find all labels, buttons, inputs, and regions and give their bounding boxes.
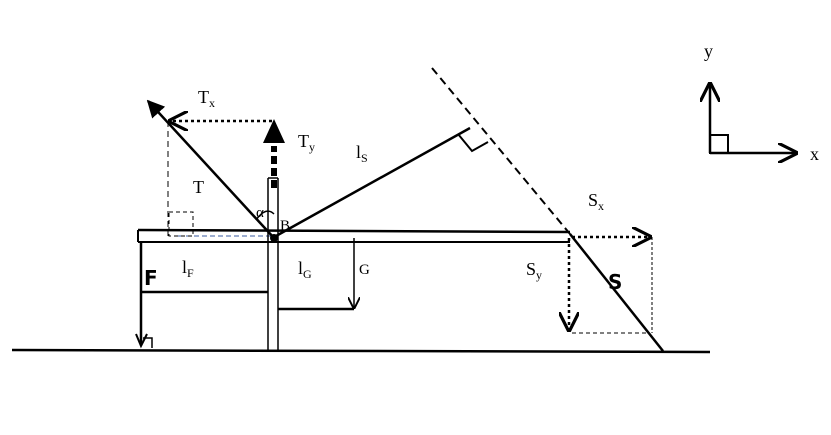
label-alpha: α (256, 205, 264, 221)
coordinate-axes (710, 84, 796, 153)
label-Tx: Tx (198, 87, 215, 110)
axis-label-x: x (810, 144, 819, 164)
label-Sx: Sx (588, 190, 604, 213)
label-T: T (193, 177, 204, 197)
right-angle-marker-S (457, 133, 489, 153)
alpha-arc (255, 210, 275, 221)
right-angle-marker-T (168, 211, 194, 237)
tension-Ty-arrowhead (263, 119, 285, 143)
label-lS: lS (356, 142, 368, 165)
force-S-line-of-action (431, 67, 571, 235)
label-F: F (144, 266, 158, 290)
right-angle-marker-F (143, 337, 153, 348)
label-Ty: Ty (298, 131, 315, 154)
ground-line (11, 348, 711, 354)
label-S: S (608, 270, 622, 294)
lever-arm-lS (275, 126, 471, 238)
force-S-arrow (569, 233, 664, 352)
label-G: G (359, 262, 370, 278)
vertical-post (267, 177, 279, 350)
axis-label-y: y (704, 41, 713, 61)
label-lF: lF (182, 257, 194, 280)
label-Sy: Sy (526, 259, 542, 282)
label-B: B (280, 218, 290, 234)
label-lG: lG (298, 258, 312, 281)
